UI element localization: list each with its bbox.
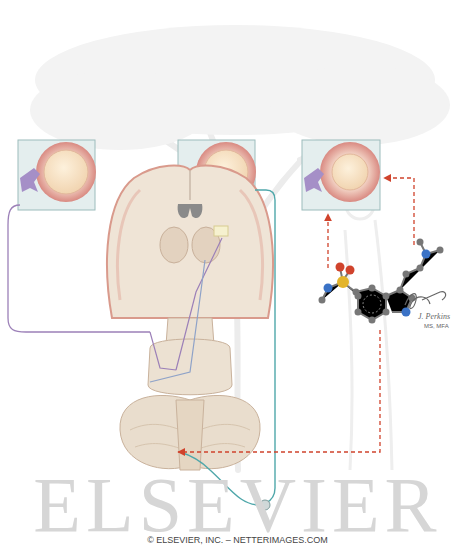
carbon-atom xyxy=(383,309,390,316)
panel-frame xyxy=(302,140,380,210)
aromatic-ring xyxy=(363,295,381,313)
vessel-lumen xyxy=(44,150,88,194)
carbon-atom xyxy=(383,293,390,300)
vessel-panel xyxy=(18,140,96,210)
nerve-terminal xyxy=(304,168,324,192)
thalamus xyxy=(160,227,188,263)
longitudinal-fissure xyxy=(189,170,191,200)
carbon-atom xyxy=(369,317,376,324)
vessel-lumen xyxy=(332,154,368,190)
vessel-wall xyxy=(36,142,96,202)
teal-pathway xyxy=(255,190,275,503)
vessel-panel xyxy=(302,140,380,210)
lateral-ventricles xyxy=(178,204,203,218)
medulla xyxy=(176,400,204,470)
brain-coronal-section xyxy=(107,166,273,318)
carbon-atom xyxy=(403,271,410,278)
sumatriptan-molecule xyxy=(319,239,444,324)
nitrogen-atom xyxy=(422,250,431,259)
artist-credit: J. Perkins xyxy=(418,313,450,321)
cortex-folds xyxy=(117,190,262,300)
foliage xyxy=(270,65,450,145)
foliage xyxy=(30,70,210,150)
carbon-atom xyxy=(397,287,404,294)
oxygen-atom xyxy=(346,266,355,275)
tree-foliage xyxy=(30,25,450,150)
blue-pathway xyxy=(150,260,205,382)
panel-frame xyxy=(18,140,95,210)
molecule-bonds xyxy=(322,242,440,320)
carbon-atom xyxy=(369,285,376,292)
oxygen-atom xyxy=(336,263,345,272)
standing-figure xyxy=(375,220,392,470)
figure-watermark xyxy=(345,191,392,470)
copyright-notice: © ELSEVIER, INC. – NETTERIMAGES.COM xyxy=(147,536,328,545)
red-dashed-arrow xyxy=(178,330,380,452)
carbon-atom xyxy=(409,295,416,302)
carbon-atom xyxy=(417,239,424,246)
purple-pathway xyxy=(8,205,150,332)
carbon-atom xyxy=(355,309,362,316)
nerve-terminal xyxy=(20,168,40,192)
nitrogen-atom xyxy=(324,284,333,293)
carbon-atom xyxy=(319,297,326,304)
vessel-wall xyxy=(320,142,380,202)
pons xyxy=(148,339,232,395)
carbon-atom xyxy=(437,247,444,254)
carbon-atom xyxy=(355,293,362,300)
sulfur-atom xyxy=(337,276,349,288)
artist-credit: MS, MFA xyxy=(424,323,449,329)
brainstem xyxy=(120,318,260,470)
carbon-atom xyxy=(417,265,424,272)
artist-signature xyxy=(405,292,446,309)
watermark-text: ELSEVIER xyxy=(33,466,441,544)
purple-pathway xyxy=(150,238,222,370)
red-dashed-arrow xyxy=(384,178,414,245)
molecule-atoms xyxy=(319,239,444,324)
cortical-area xyxy=(214,226,228,236)
pathways xyxy=(8,190,275,510)
nitrogen-atom xyxy=(402,308,411,317)
cerebrum xyxy=(107,166,273,318)
red-dashed-arrow xyxy=(327,214,328,268)
